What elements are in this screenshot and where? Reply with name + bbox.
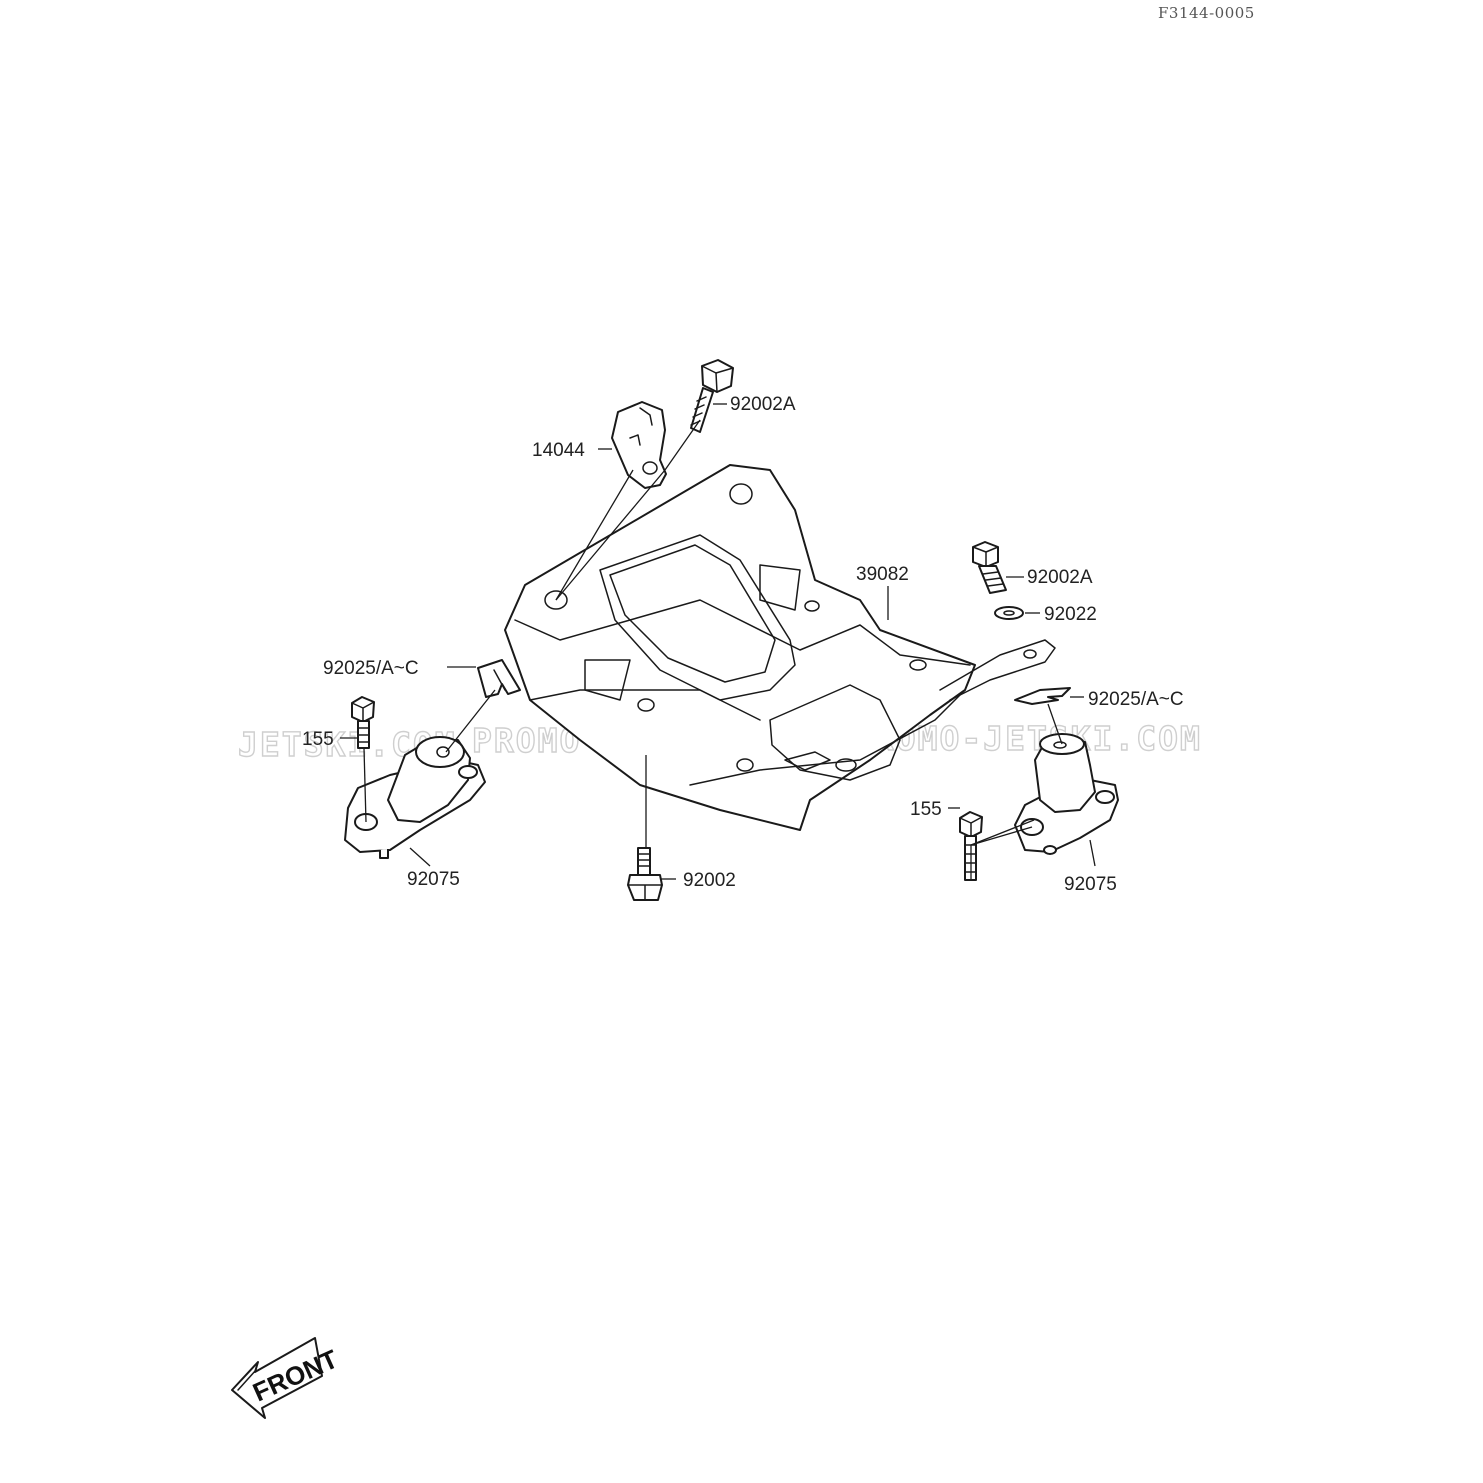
document-code: F3144-0005 [1158, 4, 1255, 22]
leader-lines [340, 403, 1096, 880]
screw-left [351, 696, 375, 749]
callout-shim-right: 92025/A~C [1088, 689, 1184, 710]
callout-bolt-right: 92002A [1027, 567, 1093, 588]
bolt-top [690, 359, 734, 433]
callout-bolt-bottom: 92002 [683, 870, 736, 891]
engine-mount-plate [504, 464, 1056, 831]
bracket [611, 401, 667, 489]
callout-screw-left: 155 [302, 729, 334, 750]
washer [994, 606, 1024, 620]
bolt-bottom [627, 847, 663, 901]
callout-plate: 39082 [856, 564, 909, 585]
callout-bolt-bracket: 92002A [730, 394, 796, 415]
shim-right [1014, 687, 1071, 705]
callout-mount-right: 92075 [1064, 874, 1117, 895]
mount-left [344, 736, 486, 859]
front-arrow: FRONT [231, 1337, 342, 1419]
callout-washer: 92022 [1044, 604, 1097, 625]
callout-bracket: 14044 [532, 440, 585, 461]
callout-screw-right: 155 [910, 799, 942, 820]
callout-shim-left: 92025/A~C [323, 658, 419, 679]
shim-left [477, 659, 521, 698]
bolt-right [972, 541, 1007, 594]
callout-mount-left: 92075 [407, 869, 460, 890]
